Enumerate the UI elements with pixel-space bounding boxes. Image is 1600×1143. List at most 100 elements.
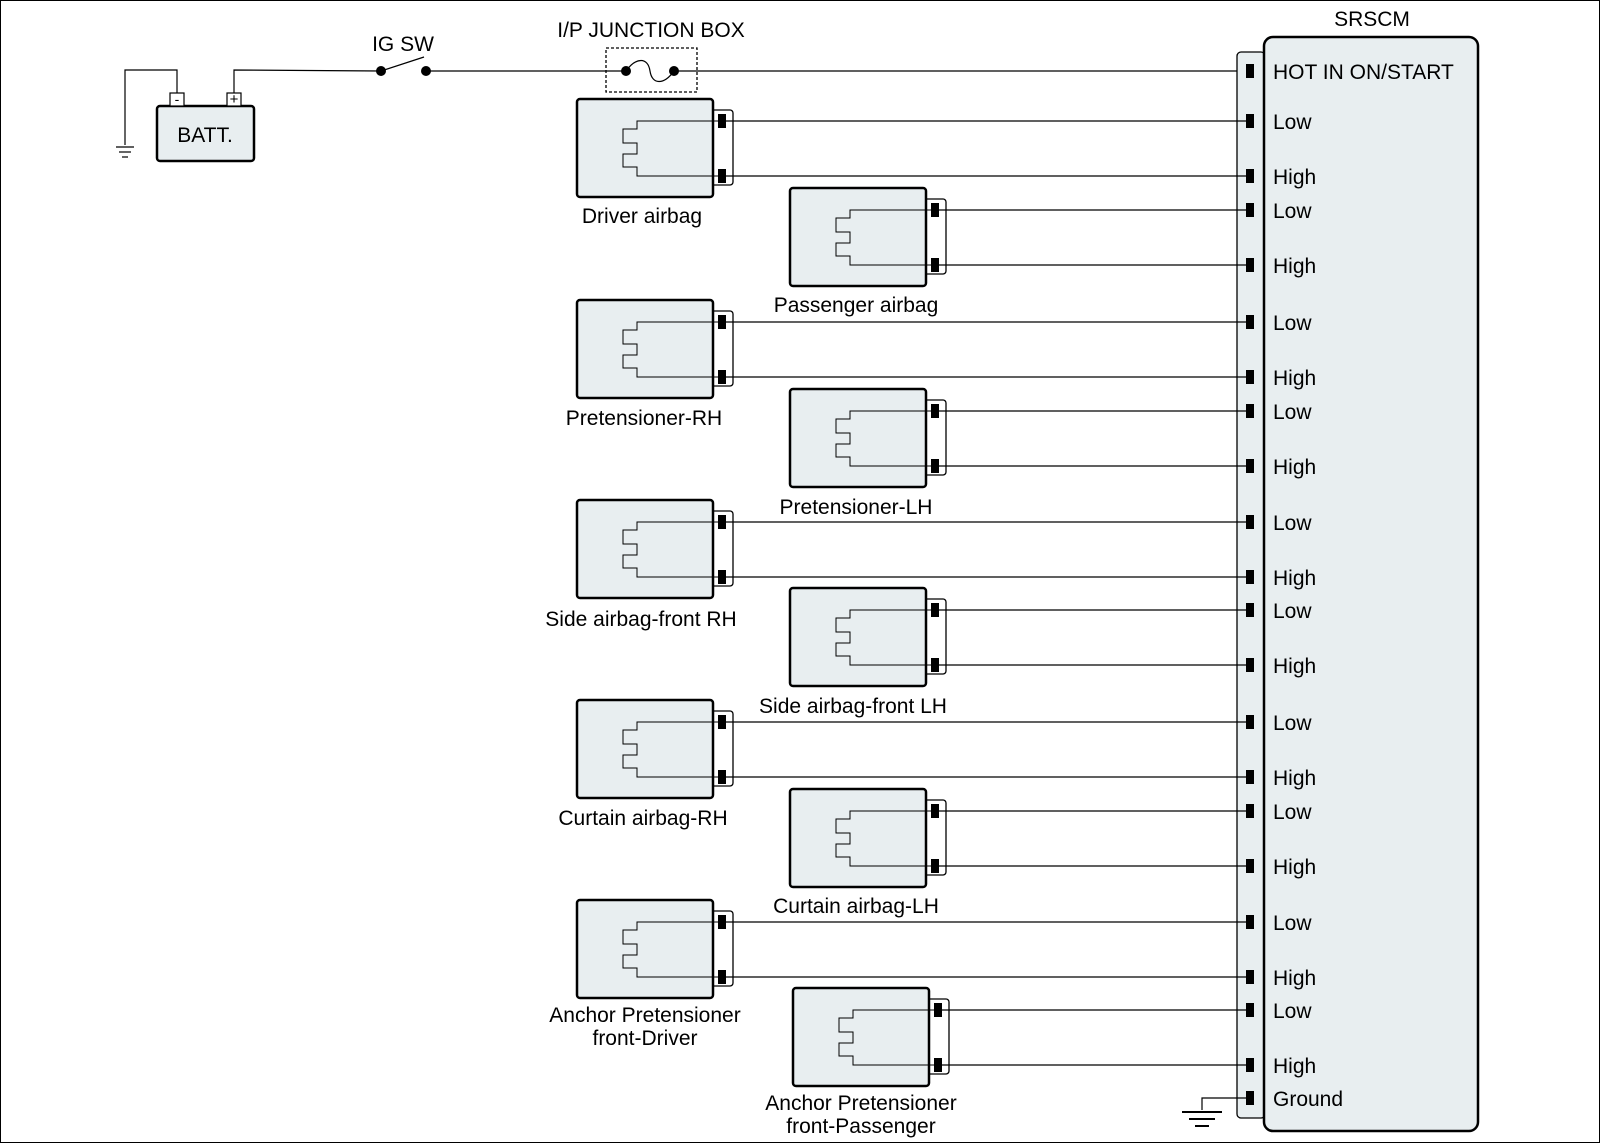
component-terminal — [718, 770, 726, 784]
component-label: Anchor Pretensioner — [765, 1092, 956, 1115]
squib-coil — [622, 321, 722, 378]
squib-coil — [838, 1009, 938, 1066]
component-label: Driver airbag — [582, 205, 702, 228]
component-terminal — [718, 915, 726, 929]
battery-positive-label: + — [230, 91, 239, 108]
component-label: Side airbag-front RH — [545, 608, 736, 631]
squib-body — [788, 787, 928, 889]
squib-coil — [835, 209, 935, 266]
squib-body — [788, 586, 928, 688]
component-terminal — [931, 804, 939, 818]
component-terminal — [931, 258, 939, 272]
squib-body — [575, 898, 715, 1000]
srscm-pin-low: Low — [1273, 401, 1312, 424]
srscm-terminal — [1246, 370, 1254, 384]
srscm-pin-high: High — [1273, 767, 1316, 790]
squib-body — [575, 498, 715, 600]
component-label: Pretensioner-RH — [566, 407, 722, 430]
squib-coil — [622, 921, 722, 978]
component-terminal — [718, 114, 726, 128]
srscm-terminal — [1246, 603, 1254, 617]
component-terminal — [718, 970, 726, 984]
srscm-pin-low: Low — [1273, 600, 1312, 623]
squib-coil — [622, 120, 722, 177]
component-label: Anchor Pretensioner — [549, 1004, 740, 1027]
component-terminal — [931, 603, 939, 617]
srscm-terminal — [1246, 404, 1254, 418]
squib-body — [791, 986, 931, 1088]
srscm-pin-high: High — [1273, 255, 1316, 278]
squib-body — [575, 298, 715, 400]
srscm-pin-high: High — [1273, 1055, 1316, 1078]
component-label: Curtain airbag-LH — [773, 895, 939, 918]
srscm-pin-high: High — [1273, 456, 1316, 479]
srscm-pin-low: Low — [1273, 712, 1312, 735]
srscm-pin-low: Low — [1273, 801, 1312, 824]
component-terminal — [931, 658, 939, 672]
srscm-pin-low: Low — [1273, 912, 1312, 935]
squib-body — [788, 186, 928, 288]
component-terminal — [718, 515, 726, 529]
squib-coil — [835, 609, 935, 666]
srscm-pin-high: High — [1273, 567, 1316, 590]
squib-coil — [835, 810, 935, 867]
ig-switch: IG SW — [372, 33, 626, 76]
battery-negative-label: - — [175, 91, 180, 107]
srscm-terminal — [1246, 804, 1254, 818]
srscm-pin-low: Low — [1273, 200, 1312, 223]
srscm-terminal — [1246, 570, 1254, 584]
component-label: Side airbag-front LH — [759, 695, 947, 718]
component-terminal — [718, 370, 726, 384]
srscm-power-pin: HOT IN ON/START — [1273, 61, 1454, 84]
srscm-pin-low: Low — [1273, 312, 1312, 335]
component-label-line2: front-Driver — [592, 1027, 697, 1050]
srscm: SRSCM HOT IN ON/START Ground — [1182, 8, 1480, 1133]
srscm-terminal — [1246, 1003, 1254, 1017]
squib-coil — [622, 721, 722, 778]
component-terminal — [931, 203, 939, 217]
battery: - + BATT. — [116, 69, 382, 163]
srscm-pin-high: High — [1273, 166, 1316, 189]
srscm-terminal — [1246, 1058, 1254, 1072]
squib-body — [575, 97, 715, 199]
srscm-pin-high: High — [1273, 967, 1316, 990]
srscm-terminal — [1246, 658, 1254, 672]
srscm-title: SRSCM — [1334, 8, 1410, 31]
srscm-pin-low: Low — [1273, 111, 1312, 134]
squib-coil — [835, 410, 935, 467]
component-terminal — [931, 404, 939, 418]
junction-box: I/P JUNCTION BOX — [557, 19, 1253, 93]
srscm-pin-high: High — [1273, 856, 1316, 879]
squib-coil — [622, 521, 722, 578]
component-label: Curtain airbag-RH — [558, 807, 727, 830]
srscm-pin-high: High — [1273, 367, 1316, 390]
srscm-terminal — [1246, 203, 1254, 217]
srscm-terminal — [1246, 515, 1254, 529]
srscm-terminal — [1246, 258, 1254, 272]
squib-body — [575, 698, 715, 800]
component-terminal — [718, 715, 726, 729]
srscm-pin-low: Low — [1273, 1000, 1312, 1023]
srscm-terminal — [1246, 715, 1254, 729]
component-terminal — [718, 315, 726, 329]
srscm-terminal — [1246, 169, 1254, 183]
component-label-line2: front-Passenger — [786, 1115, 935, 1138]
component-terminal — [931, 859, 939, 873]
srscm-pin-high: High — [1273, 655, 1316, 678]
srscm-terminal — [1246, 315, 1254, 329]
component-terminal — [934, 1058, 942, 1072]
component-label: Passenger airbag — [774, 294, 939, 317]
ig-switch-label: IG SW — [372, 33, 434, 56]
component-terminal — [718, 570, 726, 584]
srscm-terminal — [1246, 114, 1254, 128]
